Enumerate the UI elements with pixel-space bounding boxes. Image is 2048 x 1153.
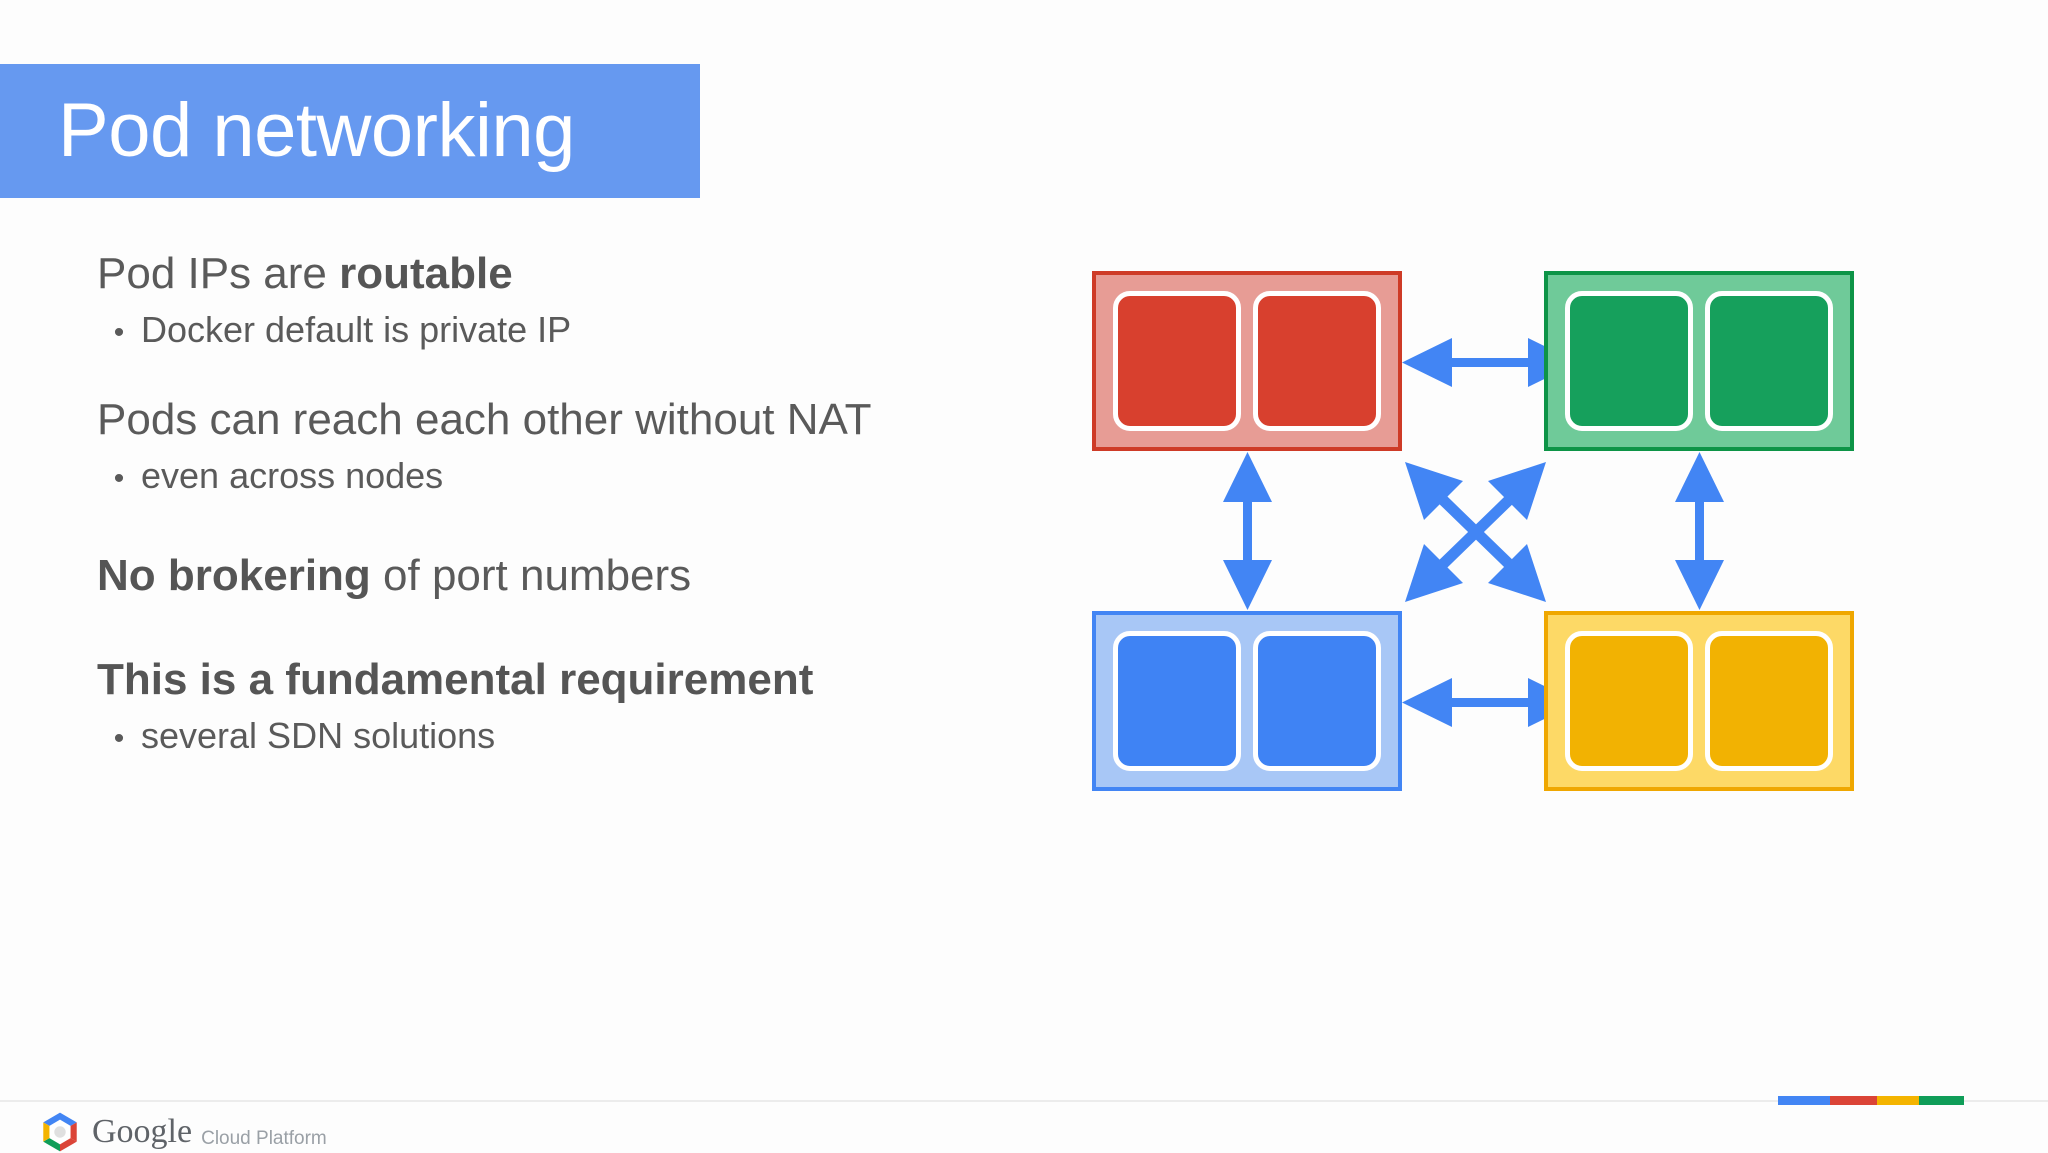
gcp-hexagon-icon bbox=[43, 1112, 77, 1152]
gcp-brand-word: Google bbox=[92, 1113, 193, 1150]
sub-bullet-4-text: several SDN solutions bbox=[141, 715, 496, 756]
color-bar-green bbox=[1919, 1096, 1964, 1105]
node-red[interactable] bbox=[1092, 271, 1402, 451]
node-blue[interactable] bbox=[1092, 611, 1402, 791]
lead-1-bold: routable bbox=[339, 249, 513, 298]
color-bar-blue bbox=[1778, 1096, 1831, 1105]
bullet-marker-icon: • bbox=[113, 462, 125, 495]
pod-networking-diagram bbox=[1080, 250, 1900, 810]
arrow-red-yellow bbox=[1405, 462, 1546, 602]
pod[interactable] bbox=[1565, 291, 1693, 431]
google-cloud-platform-logo: Google Cloud Platform bbox=[38, 1110, 327, 1153]
lead-line-1: Pod IPs are routable bbox=[97, 252, 1077, 296]
lead-line-2: Pods can reach each other without NAT bbox=[97, 398, 1077, 442]
node-green[interactable] bbox=[1544, 271, 1854, 451]
sub-bullet-2-text: even across nodes bbox=[141, 455, 444, 496]
gcp-brand-subtitle: Cloud Platform bbox=[201, 1127, 327, 1149]
pod[interactable] bbox=[1253, 291, 1381, 431]
lead-4-bold: This is a fundamental requirement bbox=[97, 655, 814, 704]
pod[interactable] bbox=[1253, 631, 1381, 771]
lead-1-prefix: Pod IPs are bbox=[97, 249, 340, 298]
lead-3-bold: No brokering bbox=[97, 551, 371, 600]
sub-bullet-2: • even across nodes bbox=[97, 458, 1077, 494]
google-color-bar bbox=[1778, 1096, 1964, 1105]
pod[interactable] bbox=[1113, 291, 1241, 431]
pod[interactable] bbox=[1113, 631, 1241, 771]
lead-3-suffix: of port numbers bbox=[370, 551, 692, 600]
pod[interactable] bbox=[1705, 631, 1833, 771]
lead-line-4: This is a fundamental requirement bbox=[97, 658, 1077, 702]
lead-2-prefix: Pods can reach each other without NAT bbox=[97, 395, 872, 444]
color-bar-red bbox=[1830, 1096, 1877, 1105]
sub-bullet-4: • several SDN solutions bbox=[97, 718, 1077, 754]
spacer bbox=[97, 494, 1077, 554]
arrow-red-blue bbox=[1223, 452, 1272, 610]
body-content: Pod IPs are routable • Docker default is… bbox=[97, 252, 1077, 754]
lead-line-3: No brokering of port numbers bbox=[97, 554, 1077, 598]
sub-bullet-1: • Docker default is private IP bbox=[97, 312, 1077, 348]
footer-divider bbox=[0, 1100, 2048, 1102]
bullet-marker-icon: • bbox=[113, 722, 125, 755]
sub-bullet-1-text: Docker default is private IP bbox=[141, 309, 572, 350]
color-bar-yellow bbox=[1876, 1096, 1920, 1105]
spacer bbox=[97, 348, 1077, 398]
node-yellow[interactable] bbox=[1544, 611, 1854, 791]
pod[interactable] bbox=[1705, 291, 1833, 431]
arrow-green-blue bbox=[1405, 462, 1546, 602]
bullet-marker-icon: • bbox=[113, 316, 125, 349]
arrow-green-yellow bbox=[1675, 452, 1724, 610]
pod[interactable] bbox=[1565, 631, 1693, 771]
page-title: Pod networking bbox=[58, 88, 575, 173]
spacer bbox=[97, 598, 1077, 658]
title-banner bbox=[0, 64, 700, 198]
